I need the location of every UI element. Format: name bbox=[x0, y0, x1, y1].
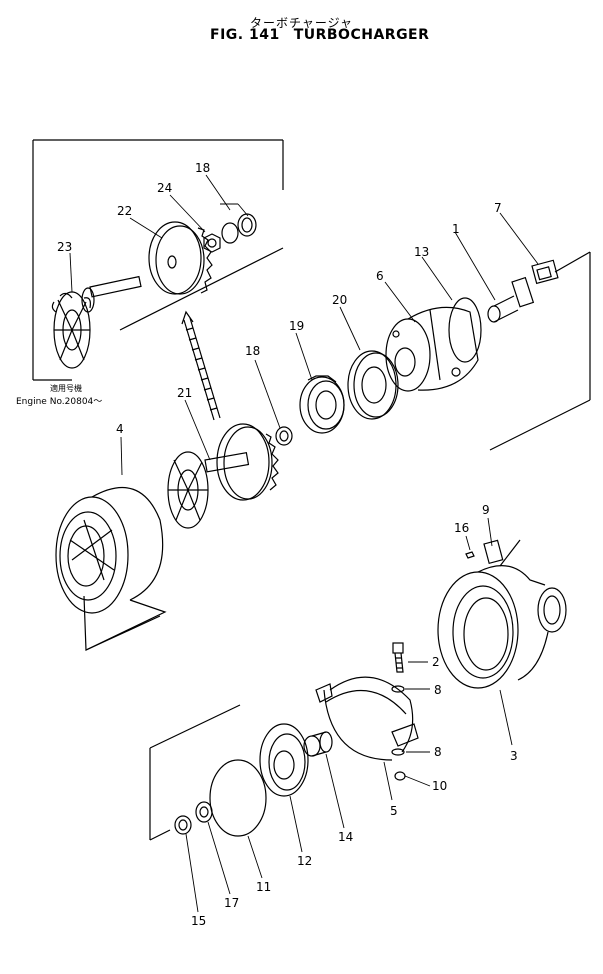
nut-24 bbox=[203, 233, 221, 253]
center-housing-6 bbox=[385, 306, 479, 392]
figure-name: TURBOCHARGER bbox=[293, 27, 430, 43]
callout-11: 11 bbox=[256, 880, 271, 894]
callout-3: 3 bbox=[510, 749, 518, 763]
turbine-housing-4 bbox=[55, 487, 167, 651]
figure-number: FIG. 141 bbox=[210, 27, 280, 43]
callout-1: 1 bbox=[452, 222, 460, 236]
callout-16: 16 bbox=[454, 521, 469, 535]
callout-21: 21 bbox=[177, 386, 192, 400]
callout-14: 14 bbox=[338, 830, 353, 844]
figure-title: FIG. 141 TURBOCHARGER bbox=[210, 27, 443, 43]
callout-4: 4 bbox=[116, 422, 124, 436]
inset-frame bbox=[32, 139, 284, 381]
callout-18-upper: 18 bbox=[195, 161, 210, 175]
applicable-engine-label-jp: 適用号機 bbox=[50, 384, 82, 393]
v-clamp-5 bbox=[315, 676, 419, 761]
callout-6: 6 bbox=[376, 269, 384, 283]
callout-19: 19 bbox=[289, 319, 304, 333]
thrust-bearing-19 bbox=[299, 375, 345, 434]
callout-2: 2 bbox=[432, 655, 440, 669]
turbine-rotor-21 bbox=[167, 423, 279, 529]
gasket-9 bbox=[483, 539, 504, 565]
insert-17 bbox=[195, 801, 213, 823]
o-ring-13 bbox=[448, 297, 482, 363]
callout-7: 7 bbox=[494, 201, 502, 215]
applicable-engine-range: Engine No.20804～ bbox=[16, 397, 103, 407]
boundary-right bbox=[489, 251, 591, 451]
thrust-plate-20 bbox=[347, 350, 399, 420]
turbine-wheel-23 bbox=[51, 275, 142, 369]
gasket-7 bbox=[531, 259, 559, 285]
callout-8a: 8 bbox=[434, 683, 442, 697]
callout-numbers: 1 2 3 4 5 6 7 8 8 9 10 11 12 13 14 15 16… bbox=[57, 161, 518, 928]
callout-5: 5 bbox=[390, 804, 398, 818]
bolt-16 bbox=[465, 551, 475, 559]
compressor-plate-12 bbox=[259, 723, 309, 797]
compressor-housing-3 bbox=[437, 565, 567, 689]
spacer-14 bbox=[303, 731, 333, 757]
seal-rings-18-upper bbox=[221, 213, 257, 244]
washer-15 bbox=[174, 815, 192, 835]
figure-title-japanese: ターボチャージャ bbox=[249, 16, 354, 30]
callout-22: 22 bbox=[117, 204, 132, 218]
boundary-lower bbox=[149, 704, 241, 841]
washers-8 bbox=[391, 685, 406, 781]
callout-9: 9 bbox=[482, 503, 490, 517]
callout-23: 23 bbox=[57, 240, 72, 254]
tie-bolt bbox=[181, 310, 221, 421]
boundary-lower-right bbox=[499, 539, 521, 567]
bolt-2 bbox=[392, 642, 404, 673]
callout-10: 10 bbox=[432, 779, 447, 793]
o-ring-11 bbox=[209, 759, 267, 837]
callout-18-lower: 18 bbox=[245, 344, 260, 358]
callout-24: 24 bbox=[157, 181, 172, 195]
callout-13: 13 bbox=[414, 245, 429, 259]
callout-8b: 8 bbox=[434, 745, 442, 759]
leader-lines bbox=[69, 174, 539, 913]
callout-17: 17 bbox=[224, 896, 239, 910]
callout-15: 15 bbox=[191, 914, 206, 928]
oil-fitting-1 bbox=[487, 276, 535, 323]
callout-20: 20 bbox=[332, 293, 347, 307]
impeller-22 bbox=[148, 221, 213, 295]
callout-12: 12 bbox=[297, 854, 312, 868]
seal-ring-18-lower bbox=[275, 426, 293, 446]
